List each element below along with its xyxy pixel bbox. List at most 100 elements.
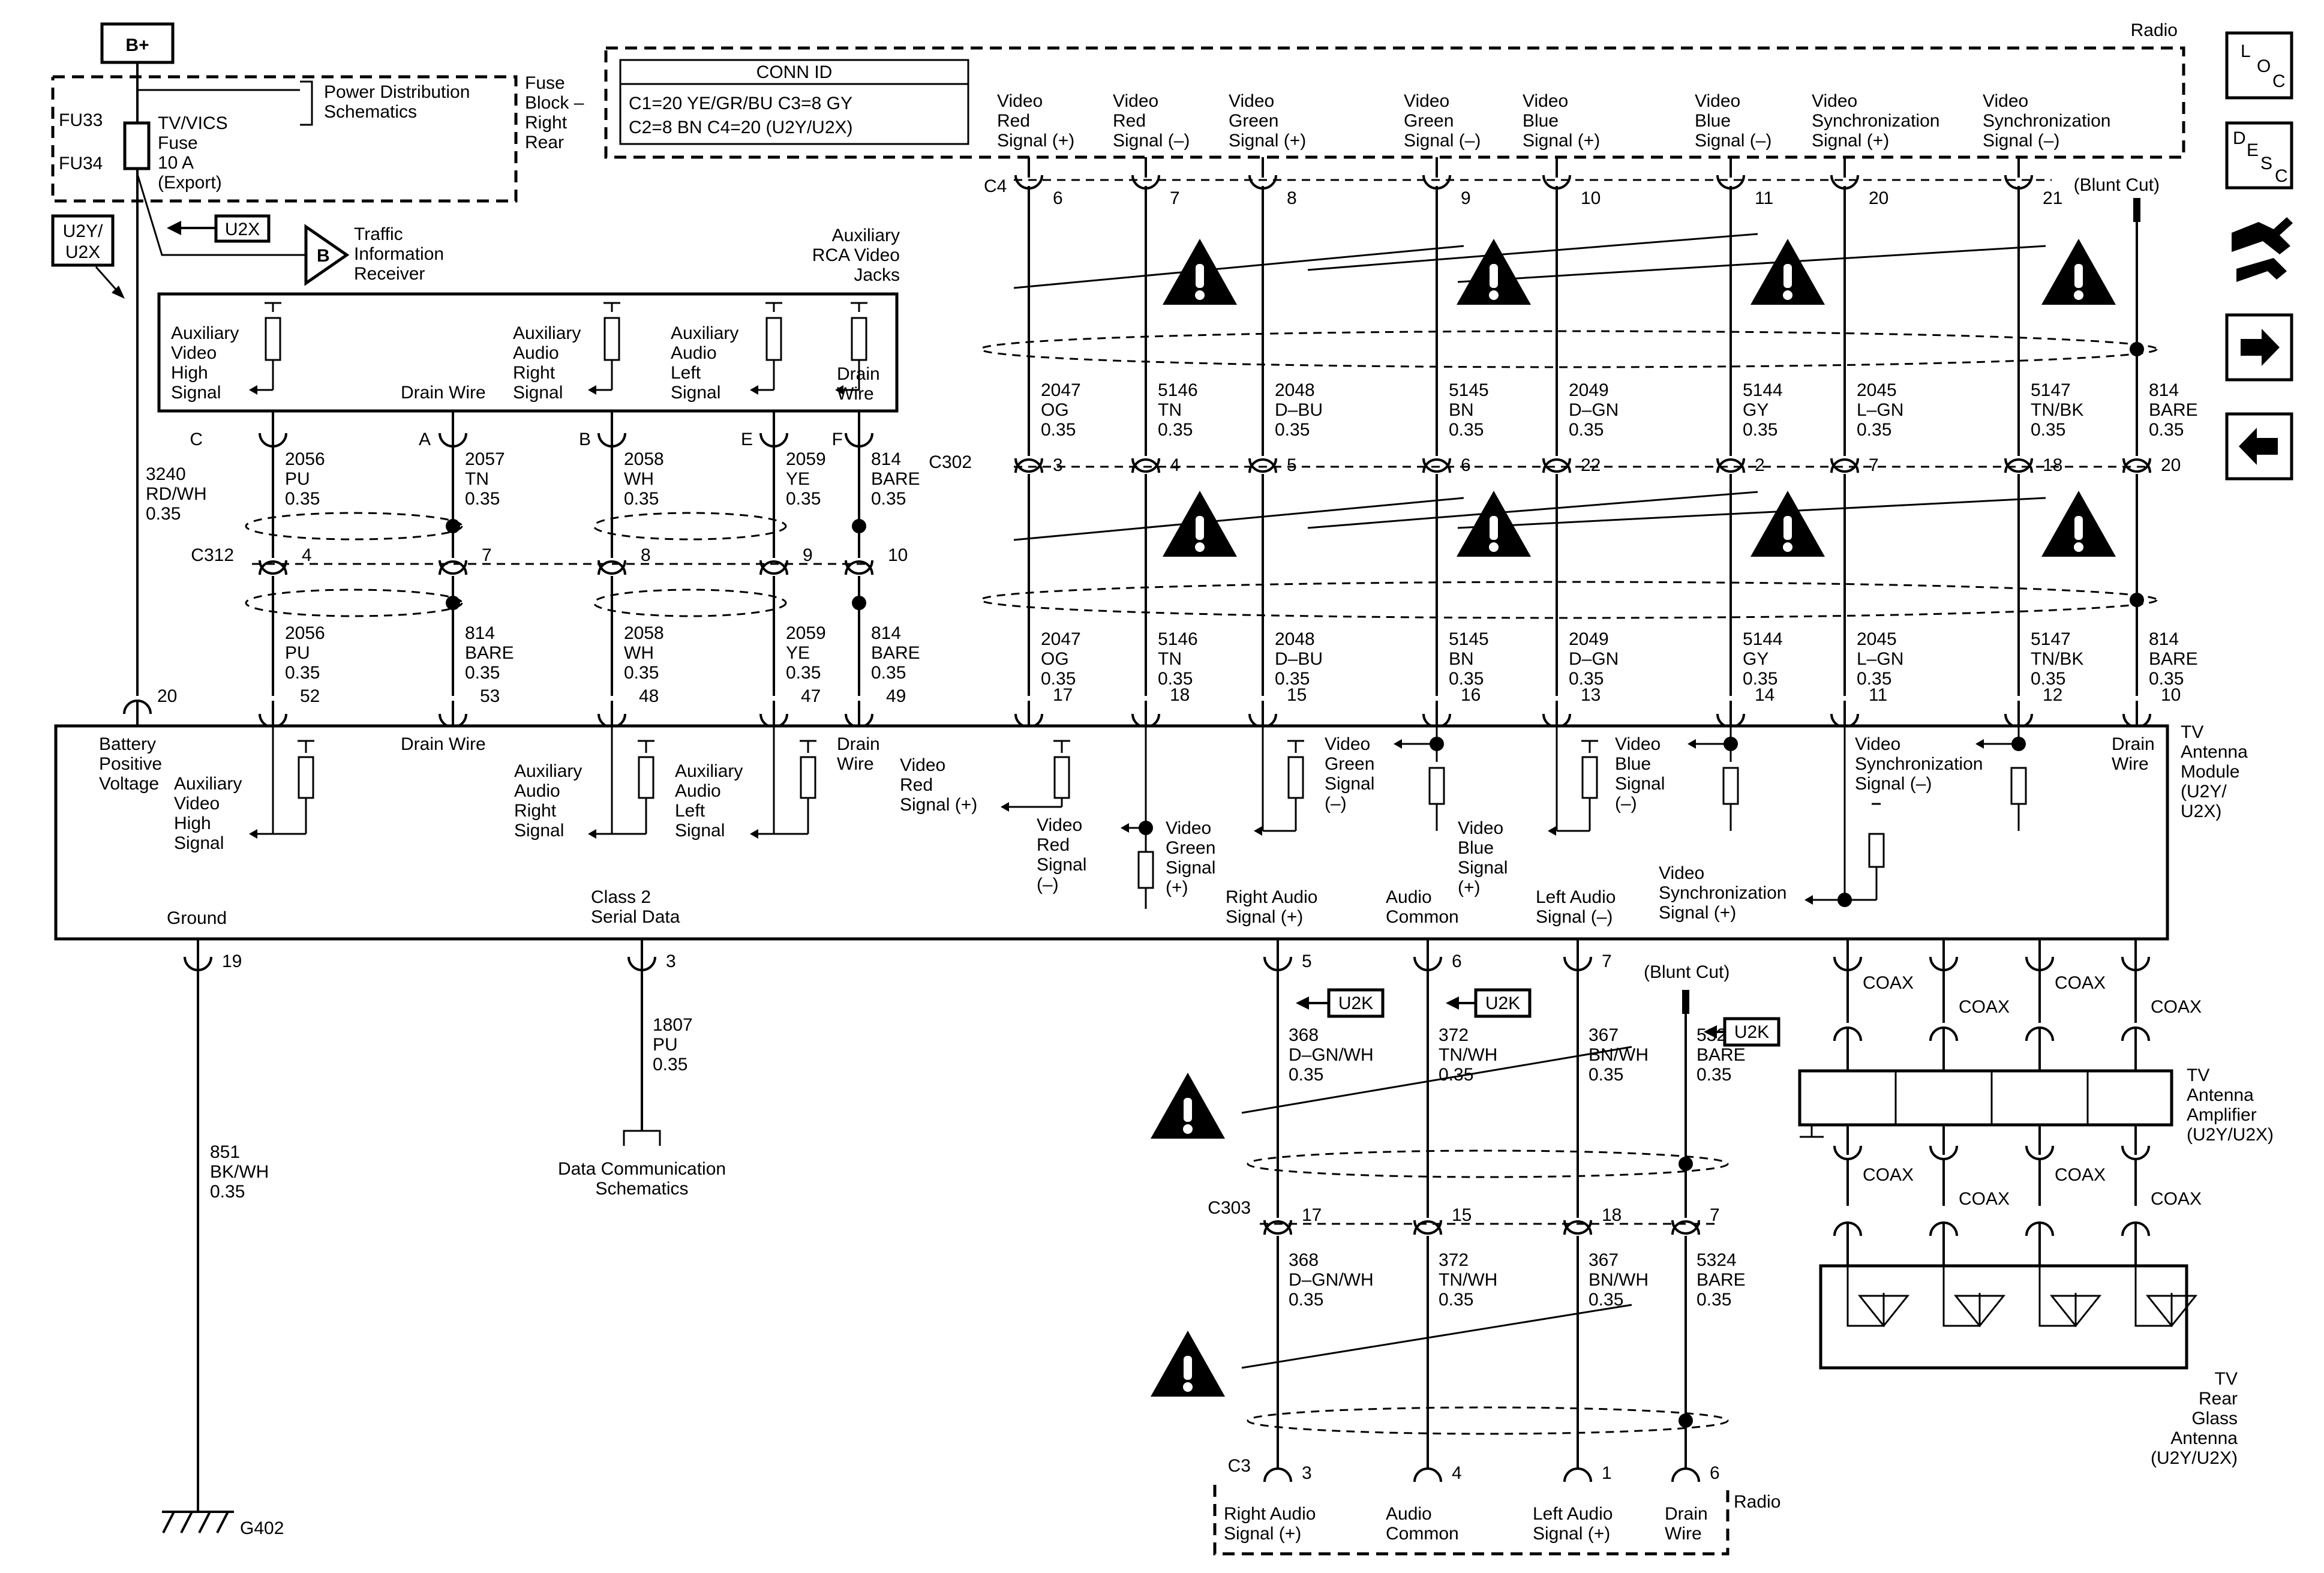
mod-batt-3: Voltage <box>99 774 159 794</box>
c302-pin: 20 <box>2161 455 2181 475</box>
radio-signal-label: Signal (+) <box>1229 131 1306 151</box>
shield-drain-splice <box>2130 342 2144 356</box>
jack-pin-c: C <box>190 430 203 449</box>
next-arrow-button[interactable] <box>2225 313 2293 382</box>
video-wire-6-size: 0.35 <box>1857 669 1891 689</box>
mod-auxr-2: Audio <box>514 781 560 801</box>
prev-arrow-button[interactable] <box>2225 412 2293 481</box>
mod-drain3-1: Drain <box>2112 734 2155 754</box>
blunt-cut-mark <box>2133 198 2140 222</box>
c312-name: C312 <box>191 545 234 565</box>
video-wire-2-color: D–BU <box>1275 400 1323 420</box>
shield-ellipse <box>980 330 2158 368</box>
audio-wire-circuit: 367 <box>1589 1250 1619 1270</box>
radio-audio-3b: Signal (+) <box>1533 1524 1610 1544</box>
mod-vbm-3: Signal <box>1615 774 1665 794</box>
radio-signal-label: Synchronization <box>1812 111 1939 131</box>
caution-icon <box>1750 239 1825 305</box>
c312-pin: 9 <box>803 545 813 565</box>
u2k-tag-label: U2K <box>1734 1022 1769 1042</box>
radio-audio-label: Radio <box>1734 1492 1780 1512</box>
traffic-label-1: Traffic <box>354 224 403 244</box>
c312-pin: 7 <box>482 545 492 565</box>
serial-pin: 3 <box>666 951 676 971</box>
aux-shield <box>245 589 463 617</box>
desc-d: D <box>2233 128 2246 148</box>
aux-wire-size: 0.35 <box>285 663 320 683</box>
video-wire-4-color: D–GN <box>1569 400 1619 420</box>
antenna-element-icon <box>1953 1295 2006 1328</box>
audio-wire-color: D–GN/WH <box>1289 1045 1374 1065</box>
shield-ellipse <box>980 581 2158 619</box>
mod-vrp-2: Red <box>900 775 933 795</box>
mod-vgm-2: Green <box>1325 754 1374 774</box>
video-columns: 632047OG0.352047OG0.3517745146TN0.355146… <box>980 157 2198 728</box>
mod-auxr-1: Auxiliary <box>514 761 582 781</box>
mod-drain1: Drain Wire <box>401 734 486 754</box>
audio-wire-size: 0.35 <box>1289 1065 1323 1085</box>
c302-pin: 7 <box>1869 455 1879 475</box>
audio-shield <box>1247 1149 1729 1178</box>
c4-pin: 21 <box>2043 188 2062 208</box>
mod-vsm-2: Synchronization <box>1855 754 1983 774</box>
mod-vrm-2: Red <box>1037 835 1070 855</box>
tv-antenna-module-box <box>54 724 2169 941</box>
traffic-label-3: Receiver <box>354 264 425 284</box>
jack-pin-f: F <box>832 430 843 449</box>
c4-pin: 9 <box>1461 188 1471 208</box>
u2k-tag <box>1474 988 1532 1018</box>
rear-glass-antenna <box>1819 1264 2188 1370</box>
aux-wire-color: WH <box>624 643 654 663</box>
fuse-label-4: (Export) <box>158 173 222 193</box>
desc-button[interactable]: D E S C <box>2225 121 2293 190</box>
audio-pin: 5 <box>1302 951 1312 971</box>
mod-vgp-2: Green <box>1166 838 1215 858</box>
amp-label-3: Amplifier <box>2187 1105 2257 1125</box>
mod-left-audio-1: Left Audio <box>1536 887 1616 907</box>
mod-drain2-2: Wire <box>837 754 874 774</box>
mod-audio-common-1: Audio <box>1386 887 1432 907</box>
mod-vgm-4: (–) <box>1325 794 1347 813</box>
video-wire-3-color: BN <box>1449 400 1474 420</box>
radio-audio-4a: Drain <box>1665 1504 1708 1524</box>
aux-wire-size: 0.35 <box>786 489 821 509</box>
mod-vgp-1: Video <box>1166 818 1211 838</box>
c302-pin: 3 <box>1053 455 1063 475</box>
loc-button[interactable]: L O C <box>2225 31 2293 100</box>
aux-columns: 2056PU0.352056PU0.354522057TN0.35814BARE… <box>245 302 920 728</box>
fuse-symbol <box>123 121 151 170</box>
fuse-label-2: Fuse <box>158 133 198 153</box>
audio-wire-color: BARE <box>1697 1045 1746 1065</box>
radio-signal-label: Signal (–) <box>1404 131 1481 151</box>
aux-wire-circuit: 2056 <box>285 449 325 469</box>
left-arrow-icon <box>2239 428 2278 465</box>
fuse-block-name-1: Fuse <box>525 73 565 93</box>
aux-wire-size: 0.35 <box>786 663 821 683</box>
radio-audio-1a: Right Audio <box>1224 1504 1316 1524</box>
c312-pin: 8 <box>641 545 651 565</box>
c312-pin: 4 <box>302 545 312 565</box>
coax-label: COAX <box>2055 973 2106 993</box>
module-internals <box>249 726 2027 909</box>
conn-id-line-1: C1=20 YE/GR/BU C3=8 GY <box>629 94 852 113</box>
radio-signal-label: Signal (–) <box>1983 131 2059 151</box>
amp-label-4: (U2Y/U2X) <box>2187 1125 2274 1145</box>
module-aux-pin: 47 <box>801 686 821 706</box>
video-wire-3-color: BN <box>1449 649 1474 669</box>
traffic-receiver-connector <box>304 224 350 286</box>
mod-vgp-3: Signal <box>1166 858 1215 878</box>
wrench-tool-icon[interactable] <box>2232 217 2293 282</box>
fu33-label: FU33 <box>59 110 103 130</box>
video-wire-4-circuit: 2049 <box>1569 380 1609 400</box>
ground-wire-circuit: 851 <box>210 1142 240 1162</box>
c302-pin: 6 <box>1461 455 1471 475</box>
aux-wire-color: TN <box>465 469 489 489</box>
traffic-b-label: B <box>317 246 330 266</box>
video-wire-0-circuit: 2047 <box>1041 629 1081 649</box>
c4-name: C4 <box>984 176 1007 196</box>
aux-wire-color: WH <box>624 469 654 489</box>
aux-wire-size: 0.35 <box>624 489 659 509</box>
fuse-block-name-2: Block – <box>525 93 584 113</box>
mod-vbp-3: Signal <box>1458 858 1508 878</box>
aux-wire-color: YE <box>786 643 810 663</box>
